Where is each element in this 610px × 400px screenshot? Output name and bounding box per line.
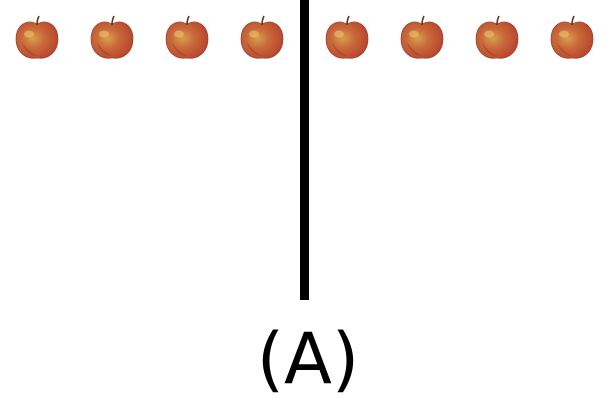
apple-icon	[90, 15, 134, 59]
apple-icon	[15, 15, 59, 59]
right-apple-group	[322, 12, 597, 62]
option-label: (A)	[256, 318, 360, 400]
apple-icon	[165, 15, 209, 59]
apple-icon	[240, 15, 284, 59]
apple-icon	[400, 15, 444, 59]
left-apple-group	[12, 12, 287, 62]
apple-icon	[325, 15, 369, 59]
apple-icon	[550, 15, 594, 59]
apple-icon	[475, 15, 519, 59]
vertical-divider	[300, 0, 309, 300]
